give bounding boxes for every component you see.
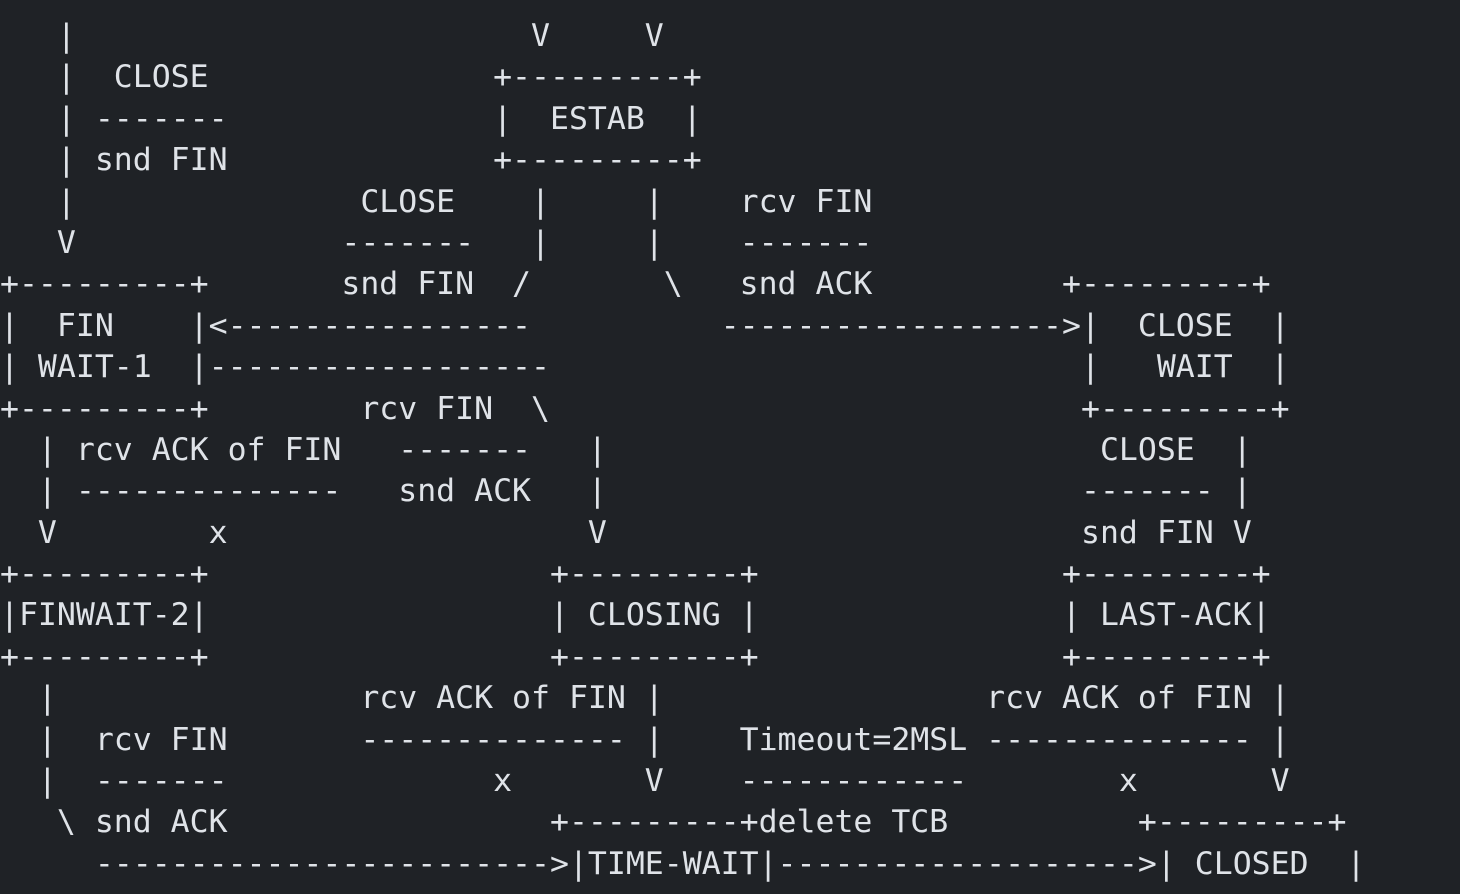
diagram-line: | ------- x V ------------ x V: [0, 763, 1290, 800]
diagram-line: V ------- | | -------: [0, 224, 873, 261]
diagram-line: \ snd ACK +---------+delete TCB +-------…: [0, 804, 1347, 841]
diagram-line: +---------+ rcv FIN \ +---------+: [0, 390, 1290, 427]
diagram-line: +---------+ +---------+: [0, 885, 1460, 894]
diagram-line: | WAIT-1 |------------------ | WAIT |: [0, 349, 1290, 386]
diagram-line: | rcv ACK of FIN ------- | CLOSE |: [0, 431, 1252, 468]
diagram-line: | FIN |<---------------- ---------------…: [0, 307, 1290, 344]
diagram-line: | CLOSE | | rcv FIN: [0, 183, 873, 220]
diagram-line: | ------- | ESTAB |: [0, 100, 702, 137]
diagram-line: +---------+ snd FIN / \ snd ACK +-------…: [0, 266, 1271, 303]
diagram-line: ------------------------>|TIME-WAIT|----…: [0, 845, 1366, 882]
diagram-line: | V V: [0, 18, 664, 54]
tcp-state-diagram: | V V | CLOSE +---------+ | ------- | ES…: [0, 16, 1460, 894]
diagram-line: | -------------- snd ACK | ------- |: [0, 473, 1252, 510]
diagram-line: V x V snd FIN V: [0, 514, 1252, 551]
diagram-line: | CLOSE +---------+: [0, 59, 702, 96]
diagram-line: +---------+ +---------+ +---------+: [0, 638, 1271, 675]
diagram-line: | snd FIN +---------+: [0, 142, 702, 179]
diagram-line: |FINWAIT-2| | CLOSING | | LAST-ACK|: [0, 597, 1271, 634]
diagram-line: | rcv FIN -------------- | Timeout=2MSL …: [0, 721, 1290, 758]
diagram-line: +---------+ +---------+ +---------+: [0, 556, 1271, 593]
diagram-line: | rcv ACK of FIN | rcv ACK of FIN |: [0, 680, 1290, 717]
